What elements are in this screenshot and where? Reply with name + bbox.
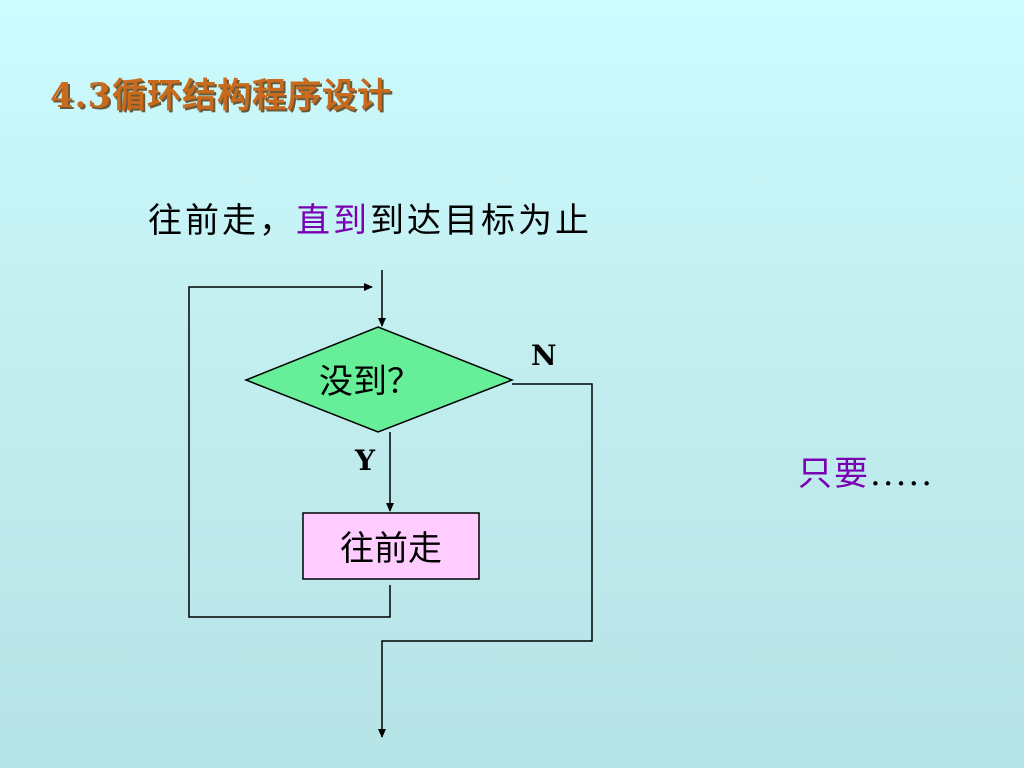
- side-note-highlight: 只要: [798, 454, 870, 494]
- subtitle-part3: 到达目标为止: [370, 201, 592, 241]
- slide-subtitle: 往前走，直到到达目标为止: [148, 193, 592, 242]
- decision-diamond: [243, 326, 515, 433]
- side-note: 只要.....: [798, 446, 934, 495]
- process-label: 往前走: [340, 529, 442, 569]
- side-note-ellipsis: .....: [870, 454, 935, 494]
- slide-title: 4.3循环结构程序设计: [50, 76, 393, 116]
- yes-label: Y: [354, 444, 376, 477]
- decision-label: 没到？: [319, 362, 421, 402]
- loop-back-connector: [188, 283, 391, 618]
- process-box: [302, 512, 480, 580]
- subtitle-highlight: 直到: [296, 201, 370, 241]
- no-label: N: [531, 339, 557, 372]
- subtitle-part1: 往前走，: [148, 201, 296, 241]
- no-exit-connector: [378, 383, 593, 738]
